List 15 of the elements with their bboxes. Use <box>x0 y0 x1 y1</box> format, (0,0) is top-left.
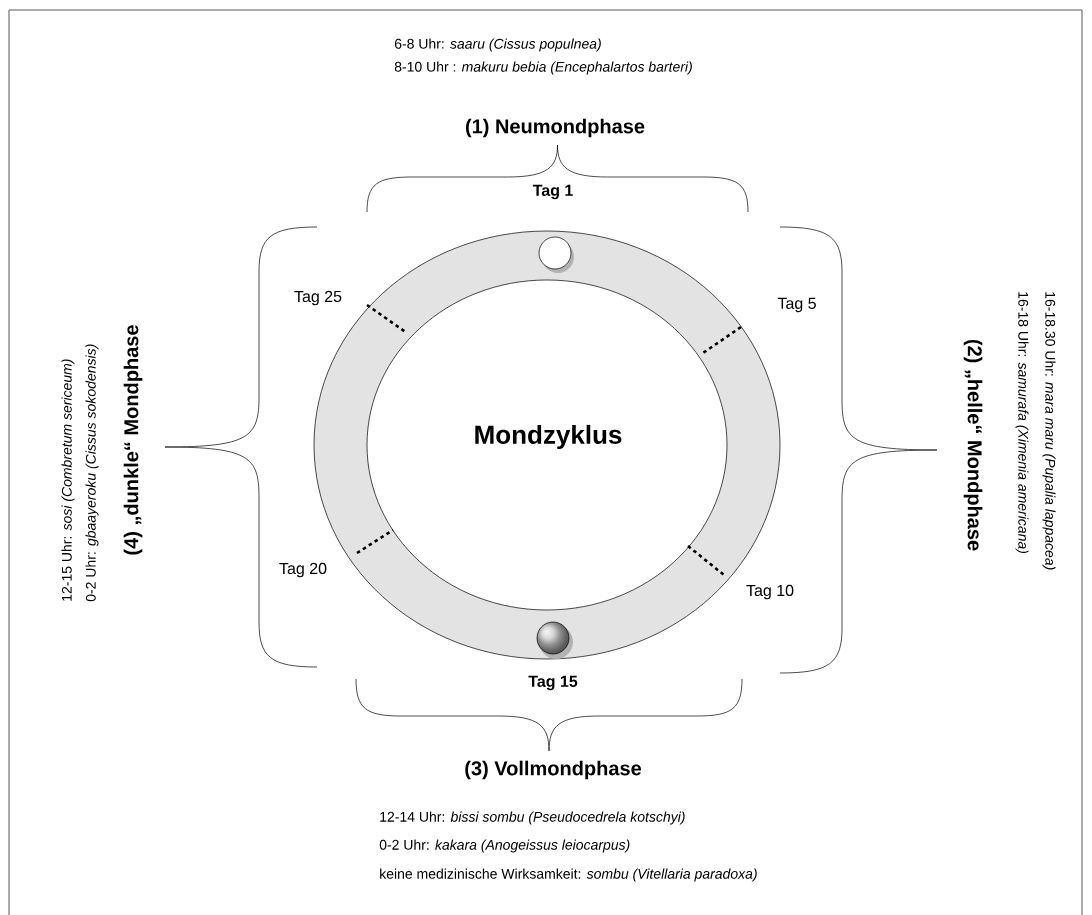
phase-title: (4) „dunkle“ Mondphase <box>123 325 143 555</box>
plant-note: 6-8 Uhr: saaru (Cissus populnea) <box>394 38 601 52</box>
plant-note: 12-15 Uhr: sosi (Combretum sericeum) <box>61 359 75 601</box>
day-label: Tag 1 <box>532 184 573 200</box>
plant-note: 0-2 Uhr: gbaayeroku (Cissus sokodensis) <box>85 344 99 602</box>
plant-note: 0-2 Uhr: kakara (Anogeissus leiocarpus) <box>379 839 630 853</box>
plant-note: 16-18.30 Uhr: mara maru (Pupalia lappacea) <box>1042 292 1056 570</box>
phase-title: (2) „helle“ Mondphase <box>963 339 983 551</box>
plant-note: keine medizinische Wirksamkeit: sombu (Vitellaria paradoxa) <box>380 868 757 882</box>
plant-note: 8-10 Uhr : makuru bebia (Encephalartos barteri) <box>394 61 692 75</box>
phase-title: (1) Neumondphase <box>466 118 645 138</box>
phase-title: (3) Vollmondphase <box>465 760 642 780</box>
plant-note: 16-18 Uhr: samurafa (Ximenia americana) <box>1015 292 1029 554</box>
day-label: Tag 15 <box>528 675 578 691</box>
plant-note: 12-14 Uhr: bissi sombu (Pseudocedrela kotschyi) <box>380 811 685 825</box>
